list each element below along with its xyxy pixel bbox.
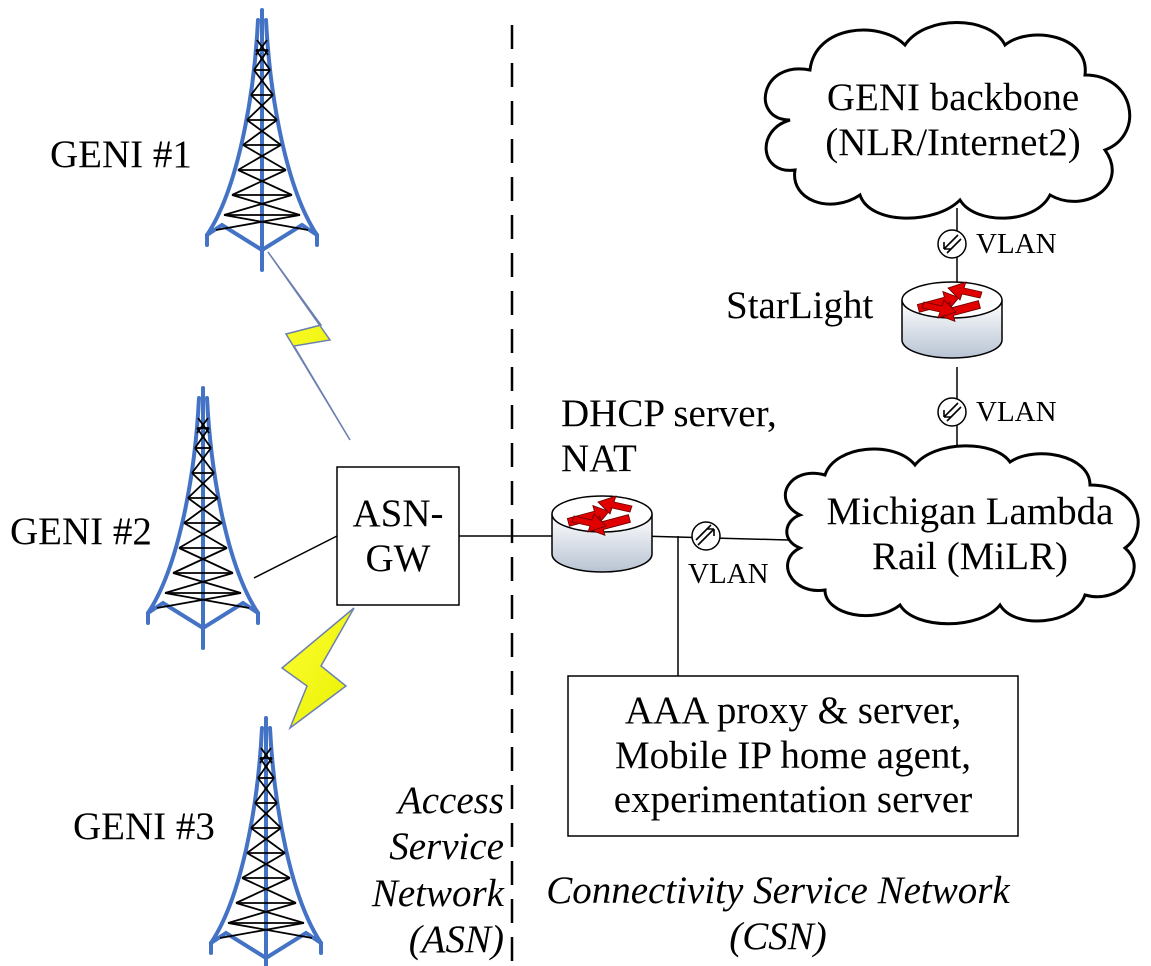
tower-geni-2-label: GENI #2 [10,510,152,553]
tower-geni-3-label: GENI #3 [73,805,215,848]
tower-geni-2-icon [146,386,260,650]
dhcp-router-line2: NAT [561,436,637,480]
aaa-box-label: AAA proxy & server, Mobile IP home agent… [568,680,1018,832]
vlan-1-label: VLAN [976,228,1057,260]
tower-geni-1-label: GENI #1 [50,133,192,176]
asn-region-line1: Access [397,779,504,822]
aaa-line1: AAA proxy & server, [624,688,962,732]
dhcp-nat-router-icon [551,495,653,573]
aaa-line3: experimentation server [613,778,973,822]
asn-region-line4: (ASN) [408,918,504,962]
aaa-server-box [567,675,1019,837]
wireless-link-2-icon [280,607,355,731]
vlan-3-label: VLAN [688,558,769,590]
asn-gateway-box [336,466,460,606]
milr-line1: Michigan Lambda [826,490,1114,533]
dhcp-router-label: DHCP server, NAT [561,392,777,482]
tower-geni-1-icon [205,8,319,272]
aaa-line2: Mobile IP home agent, [615,733,971,777]
vlan-1-icon [937,229,967,259]
dhcp-router-line1: DHCP server, [561,392,777,435]
geni-backbone-label: GENI backbone (NLR/Internet2) [798,76,1108,166]
milr-label: Michigan Lambda Rail (MiLR) [800,490,1140,580]
wireless-link-1-icon [267,251,351,441]
csn-region-label: Connectivity Service Network (CSN) [520,868,1036,961]
vlan-2-icon [937,397,967,427]
starlight-label: StarLight [726,284,874,327]
vlan-3-icon [691,521,721,551]
tower-geni-3-icon [209,716,323,966]
starlight-router-icon [901,281,1003,359]
milr-line2: Rail (MiLR) [871,534,1069,578]
geni-backbone-line2: (NLR/Internet2) [825,120,1081,164]
geni-backbone-line1: GENI backbone [826,76,1080,119]
asn-gateway-line1: ASN- [352,492,444,536]
asn-region-label: Access Service Network (ASN) [356,778,504,964]
csn-region-line2: (CSN) [729,915,827,959]
geni-backbone-cloud [763,21,1132,220]
asn-gateway-line2: GW [365,537,431,580]
asn-region-line2: Service [389,825,504,869]
vlan-2-label: VLAN [976,396,1057,428]
csn-region-line1: Connectivity Service Network [546,869,1010,912]
milr-cloud [783,444,1140,626]
asn-gateway-label: ASN- GW [337,472,459,602]
asn-region-line3: Network [371,871,504,915]
